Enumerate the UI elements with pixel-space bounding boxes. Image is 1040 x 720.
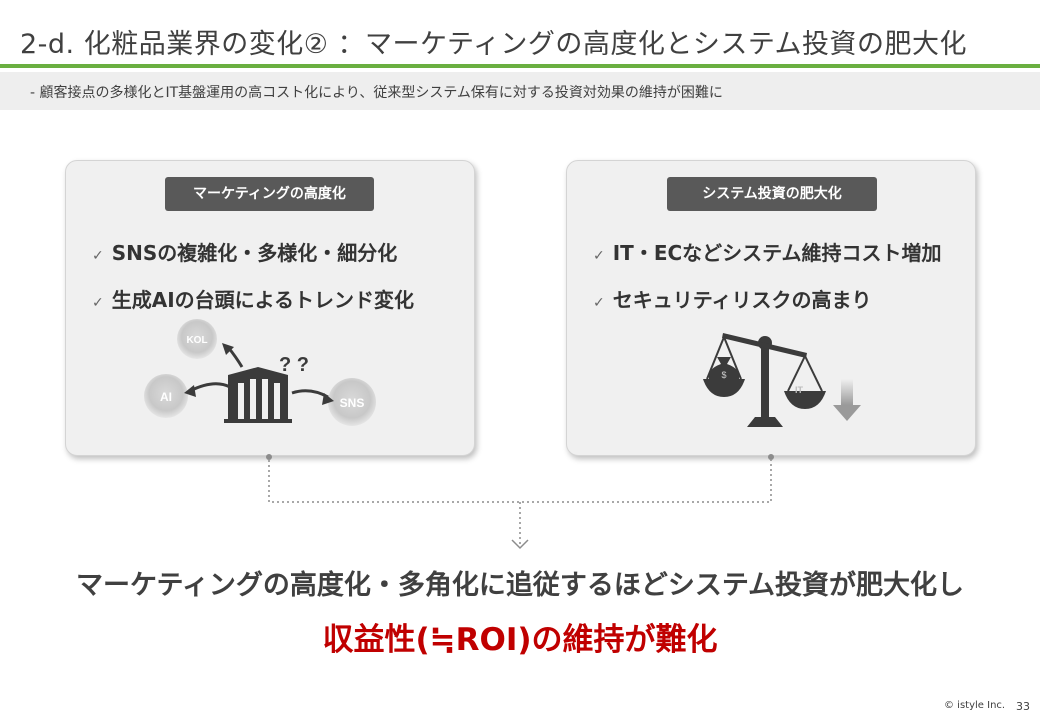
check-icon: ✓ bbox=[593, 248, 605, 264]
down-arrow-icon bbox=[833, 379, 861, 421]
bullet-text: IT・ECなどシステム維持コスト増加 bbox=[612, 241, 942, 265]
sns-bubble: SNS bbox=[328, 378, 376, 426]
bullet-text: SNSの複雑化・多様化・細分化 bbox=[111, 241, 398, 265]
sns-label: SNS bbox=[340, 396, 365, 410]
marketing-panel-tag: マーケティングの高度化 bbox=[165, 177, 374, 211]
money-bag-icon: $ bbox=[708, 357, 740, 380]
system-illustration: $ IT bbox=[703, 333, 861, 427]
check-icon: ✓ bbox=[92, 248, 104, 264]
marketing-bullet-2: ✓ 生成AIの台頭によるトレンド変化 bbox=[92, 284, 414, 313]
system-investment-panel: システム投資の肥大化 ✓ IT・ECなどシステム維持コスト増加 ✓ セキュリティリス… bbox=[566, 160, 976, 456]
it-label: IT bbox=[795, 385, 804, 395]
kol-label: KOL bbox=[186, 335, 207, 346]
page-subtitle: - 顧客接点の多様化とIT基盤運用の高コスト化により、従来型システム保有に対する… bbox=[30, 85, 723, 101]
ai-bubble: AI bbox=[144, 374, 188, 418]
arrowheads bbox=[184, 343, 334, 405]
building-icon bbox=[224, 367, 292, 423]
check-icon: ✓ bbox=[593, 295, 605, 311]
check-icon: ✓ bbox=[92, 295, 104, 311]
conclusion-line-1: マーケティングの高度化・多角化に追従するほどシステム投資が肥大化し bbox=[75, 570, 965, 601]
footer-copyright: © istyle Inc. bbox=[944, 700, 1006, 711]
system-bullet-2: ✓ セキュリティリスクの高まり bbox=[593, 284, 872, 313]
money-label: $ bbox=[721, 370, 726, 380]
ai-label: AI bbox=[160, 390, 172, 404]
system-panel-tag: システム投資の肥大化 bbox=[667, 177, 877, 211]
bullet-text: セキュリティリスクの高まり bbox=[612, 288, 872, 312]
kol-bubble: KOL bbox=[177, 319, 217, 359]
page-number: 33 bbox=[1016, 700, 1030, 713]
conclusion-line-2: 収益性(≒ROI)の維持が難化 bbox=[322, 622, 718, 658]
system-bullet-1: ✓ IT・ECなどシステム維持コスト増加 bbox=[593, 237, 942, 266]
marketing-illustration: KOL AI SNS ? ? bbox=[144, 319, 376, 426]
marketing-panel: マーケティングの高度化 ✓ SNSの複雑化・多様化・細分化 ✓ 生成AIの台頭による… bbox=[65, 160, 475, 456]
subtitle-band bbox=[0, 72, 1040, 110]
question-marks-icon: ? ? bbox=[279, 354, 309, 376]
balance-scale-icon bbox=[703, 333, 826, 427]
page-title: 2-d. 化粧品業界の変化② ：マーケティングの高度化とシステム投資の肥大化 bbox=[20, 29, 968, 60]
bullet-text: 生成AIの台頭によるトレンド変化 bbox=[111, 288, 415, 312]
marketing-bullet-1: ✓ SNSの複雑化・多様化・細分化 bbox=[92, 237, 397, 266]
title-divider bbox=[0, 64, 1040, 68]
